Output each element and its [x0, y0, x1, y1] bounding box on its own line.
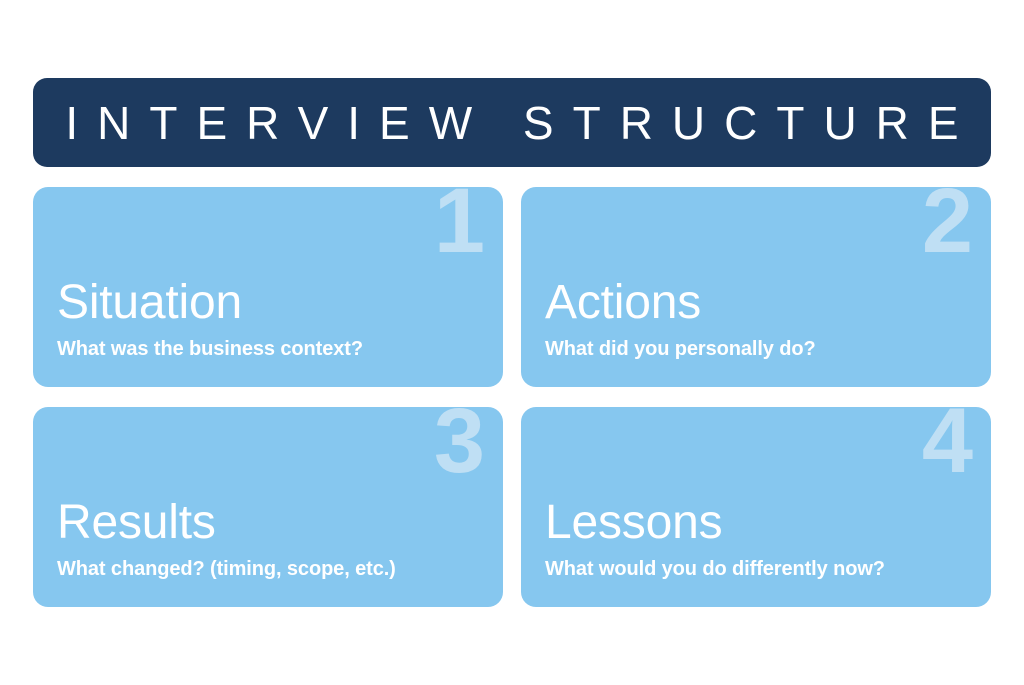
step-card-results[interactable]: 3 Results What changed? (timing, scope, … [33, 407, 503, 607]
step-number-badge: 2 [921, 187, 973, 272]
step-card-situation[interactable]: 1 Situation What was the business contex… [33, 187, 503, 387]
step-number-badge: 3 [433, 407, 485, 492]
page-title: INTERVIEW STRUCTURE [65, 96, 978, 149]
step-card-title: Lessons [545, 496, 723, 550]
step-card-title: Situation [57, 276, 242, 330]
header-banner: INTERVIEW STRUCTURE [33, 78, 991, 167]
step-card-body: Situation What was the business context? [57, 277, 483, 361]
step-card-subtitle: What was the business context? [57, 338, 363, 360]
step-card-body: Results What changed? (timing, scope, et… [57, 497, 483, 581]
step-card-title: Actions [545, 276, 702, 330]
step-card-subtitle: What did you personally do? [545, 338, 816, 360]
interview-structure-grid: 1 Situation What was the business contex… [33, 187, 991, 607]
step-number-badge: 4 [921, 407, 973, 492]
step-card-lessons[interactable]: 4 Lessons What would you do differently … [521, 407, 991, 607]
step-card-subtitle: What would you do differently now? [545, 558, 885, 580]
step-card-title: Results [57, 496, 216, 550]
step-card-subtitle: What changed? (timing, scope, etc.) [57, 558, 396, 580]
step-card-body: Lessons What would you do differently no… [545, 497, 971, 581]
step-card-actions[interactable]: 2 Actions What did you personally do? [521, 187, 991, 387]
step-card-body: Actions What did you personally do? [545, 277, 971, 361]
step-number-badge: 1 [433, 187, 485, 272]
